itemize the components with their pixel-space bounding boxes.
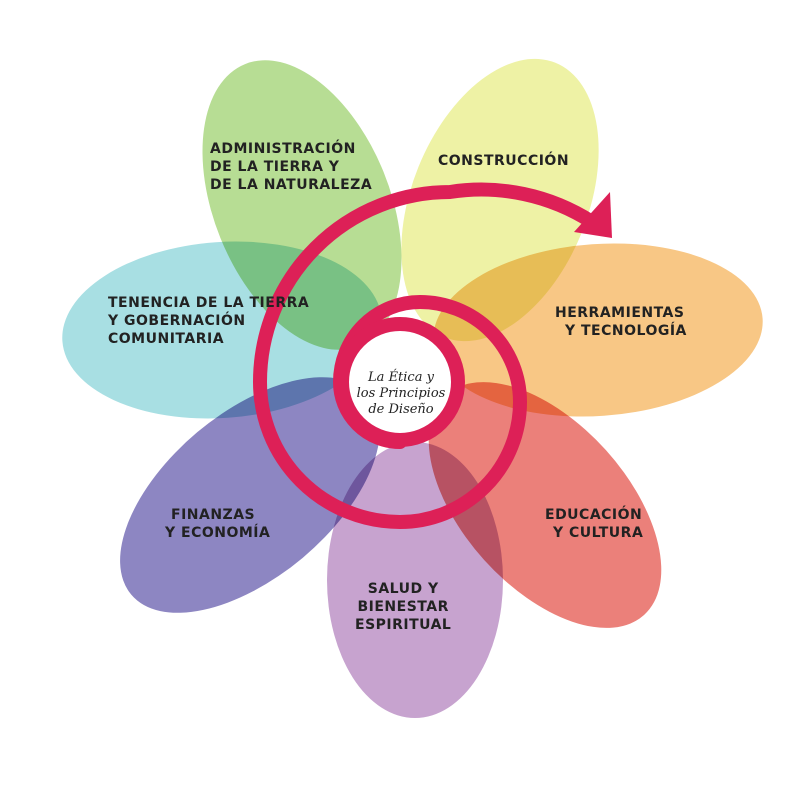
label-tenure-line-2: Y GOBERNACIÓN xyxy=(108,313,246,329)
label-tools-technology: HERRAMIENTAS Y TECNOLOGÍA xyxy=(555,304,687,340)
label-tenure-line-1: TENENCIA DE LA TIERRA xyxy=(108,295,310,311)
label-land-line-2: DE LA TIERRA Y xyxy=(210,159,340,175)
label-education-line-1: EDUCACIÓN xyxy=(545,507,643,523)
center-circle xyxy=(335,317,465,447)
center-line-2: los Principios xyxy=(356,386,446,401)
label-land-line-3: DE LA NATURALEZA xyxy=(210,177,373,193)
label-tools-line-2: Y TECNOLOGÍA xyxy=(565,323,687,339)
label-land-line-1: ADMINISTRACIÓN xyxy=(210,141,356,157)
center-line-3: de Diseño xyxy=(368,402,434,417)
center-text: La Ética y los Principios de Diseño xyxy=(345,338,457,450)
petal-finance-economy xyxy=(120,377,380,613)
petal-land-tenure xyxy=(62,241,382,419)
label-education-culture: EDUCACIÓN Y CULTURA xyxy=(545,506,643,542)
label-tenure-line-3: COMUNITARIA xyxy=(108,331,225,347)
label-finance-line-2: Y ECONOMÍA xyxy=(165,525,271,541)
label-land-tenure: TENENCIA DE LA TIERRA Y GOBERNACIÓN COMU… xyxy=(108,294,309,348)
label-education-line-2: Y CULTURA xyxy=(553,525,644,541)
center-line-1: La Ética y xyxy=(368,370,434,385)
label-health-line-3: ESPIRITUAL xyxy=(355,617,452,633)
label-finance-line-1: FINANZAS xyxy=(171,507,256,523)
spiral-arrowhead xyxy=(574,192,612,238)
label-health-wellbeing: SALUD Y BIENESTAR ESPIRITUAL xyxy=(355,580,451,634)
petal-education-culture xyxy=(428,382,662,628)
label-building-line-1: CONSTRUCCIÓN xyxy=(438,153,570,169)
label-finance-economy: FINANZAS Y ECONOMÍA xyxy=(165,506,270,542)
label-tools-line-1: HERRAMIENTAS xyxy=(555,305,685,321)
label-building: CONSTRUCCIÓN xyxy=(438,152,569,170)
label-health-line-2: BIENESTAR xyxy=(357,599,449,615)
label-health-line-1: SALUD Y xyxy=(367,581,439,597)
label-land-stewardship: ADMINISTRACIÓN DE LA TIERRA Y DE LA NATU… xyxy=(210,140,372,194)
